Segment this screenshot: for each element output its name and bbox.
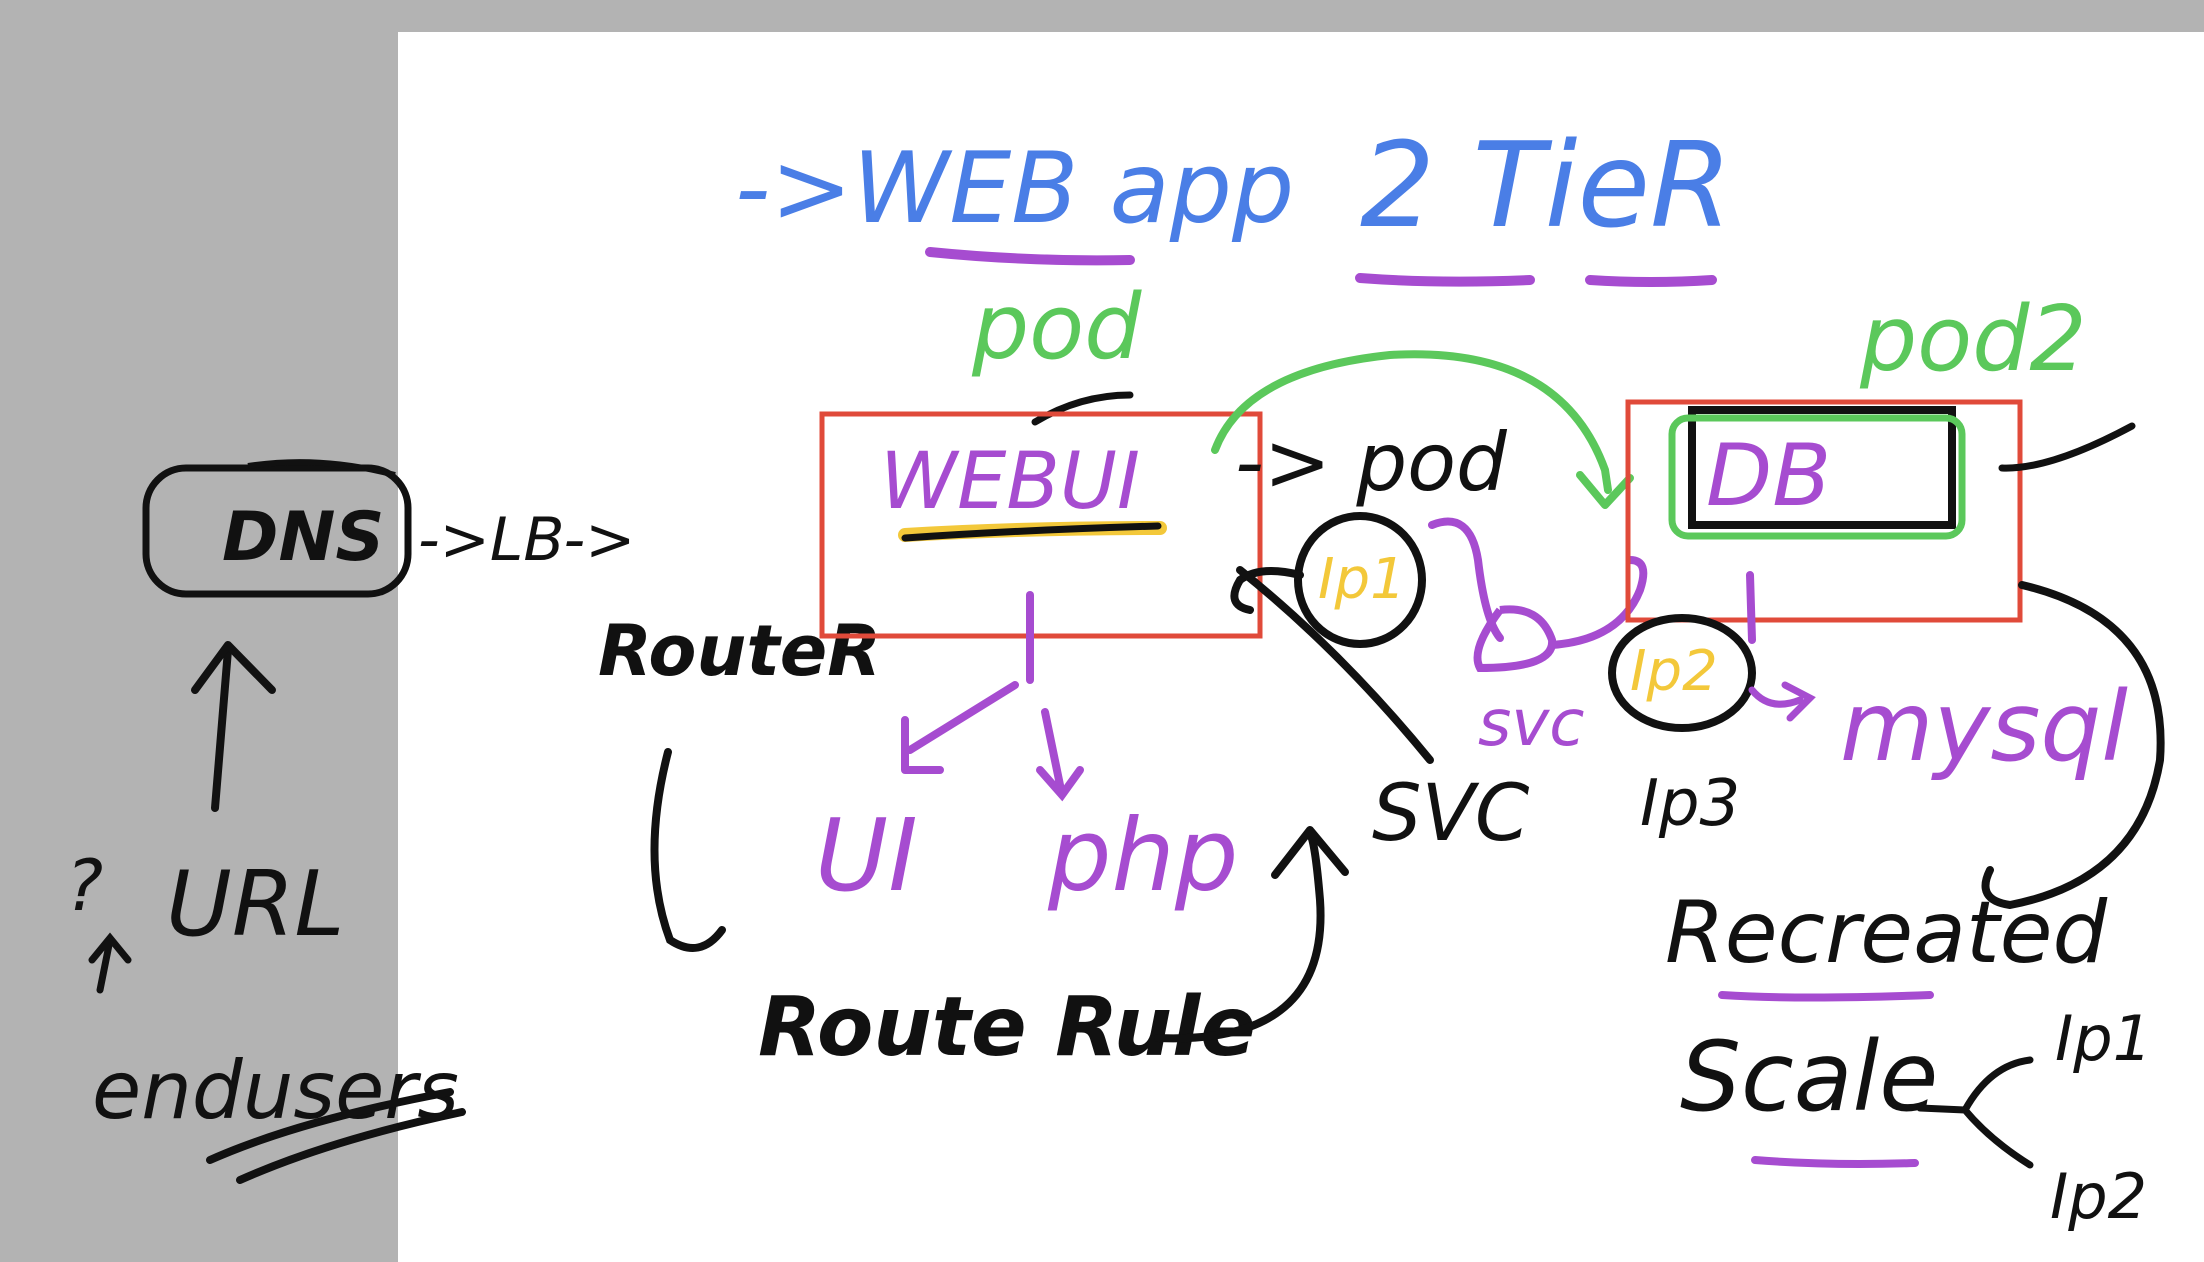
svc-connector-hook — [1230, 567, 1304, 614]
scale-branch — [1916, 1056, 2034, 1169]
title-web-app: ->WEB app — [735, 132, 1294, 246]
svc2-shape — [1473, 605, 1557, 673]
router-label: RouteR — [598, 610, 881, 692]
lb-label: ->LB-> — [418, 505, 635, 575]
ip1-circle — [1294, 512, 1426, 648]
recreate-loop — [1981, 581, 2165, 910]
pod2-label: pod2 — [1859, 287, 2087, 392]
webui-label: WEBUI — [880, 437, 1140, 527]
ip3-label: Ip3 — [1640, 767, 1740, 841]
db-label: DB — [1706, 426, 1831, 526]
scale-label: Scale — [1680, 1021, 1938, 1133]
title-2-tier: 2 TieR — [1360, 116, 1732, 254]
pod1-tick — [1031, 391, 1134, 426]
svc2-to-pod2 — [1548, 556, 1648, 649]
php-arrow — [1036, 708, 1084, 802]
pod-arrow-label: -> pod — [1235, 416, 1508, 509]
dns-box-overstroke — [247, 459, 396, 478]
rule-to-svc-arrow — [1154, 826, 1349, 1043]
endusers-label: endusers — [92, 1044, 459, 1137]
title-underline-2 — [1355, 273, 1535, 287]
webui-underline — [901, 522, 1162, 542]
db-green-outline — [1668, 414, 1966, 540]
mysql-arrow — [1748, 681, 1816, 722]
title-underline-1 — [925, 247, 1135, 266]
php-label: php — [1047, 797, 1238, 914]
pod-link-arc — [1211, 350, 1612, 494]
scale-ip1-label: Ip1 — [2055, 1002, 2152, 1075]
db-down-line — [1746, 571, 1756, 644]
url-up-arrowhead — [191, 641, 276, 694]
ip2-label: Ip2 — [1630, 639, 1718, 704]
ip2-circle — [1608, 614, 1756, 732]
endusers-underline-1 — [206, 1088, 454, 1164]
ui-arrow — [901, 681, 1019, 774]
endusers-underline-2 — [236, 1108, 466, 1184]
scale-ip2-label: Ip2 — [2050, 1160, 2147, 1233]
ip1-label: Ip1 — [1318, 547, 1406, 612]
svc-connector-line — [1236, 566, 1434, 764]
svc-label: SVC — [1372, 769, 1530, 859]
webui-pod-box — [819, 411, 1263, 639]
scale-underline — [1751, 1156, 1919, 1168]
recreated-label: Recreated — [1665, 883, 2108, 983]
router-to-rule-curve — [650, 748, 726, 952]
recreated-underline — [1718, 991, 1934, 1002]
url-label: URL — [166, 852, 345, 957]
mysql-label: mysql — [1840, 671, 2128, 783]
svc2-label: svc — [1478, 687, 1584, 761]
route-rule-label: Route Rule — [758, 980, 1256, 1075]
ui-label: UI — [815, 797, 918, 914]
db-pod-box — [1625, 399, 2023, 623]
pod1-label: pod — [971, 275, 1142, 380]
db-inner-box — [1688, 406, 1956, 529]
url-question-mark: ? — [66, 845, 103, 927]
db-side-tick — [1998, 422, 2136, 472]
pod-link-arrowhead — [1576, 471, 1634, 509]
dns-box — [142, 464, 412, 598]
enduser-up-arrow — [88, 932, 132, 994]
title-underline-3 — [1585, 275, 1717, 287]
url-up-arrow — [211, 646, 232, 812]
dns-label: DNS — [222, 498, 384, 577]
whiteboard-canvas[interactable] — [398, 32, 2204, 1262]
